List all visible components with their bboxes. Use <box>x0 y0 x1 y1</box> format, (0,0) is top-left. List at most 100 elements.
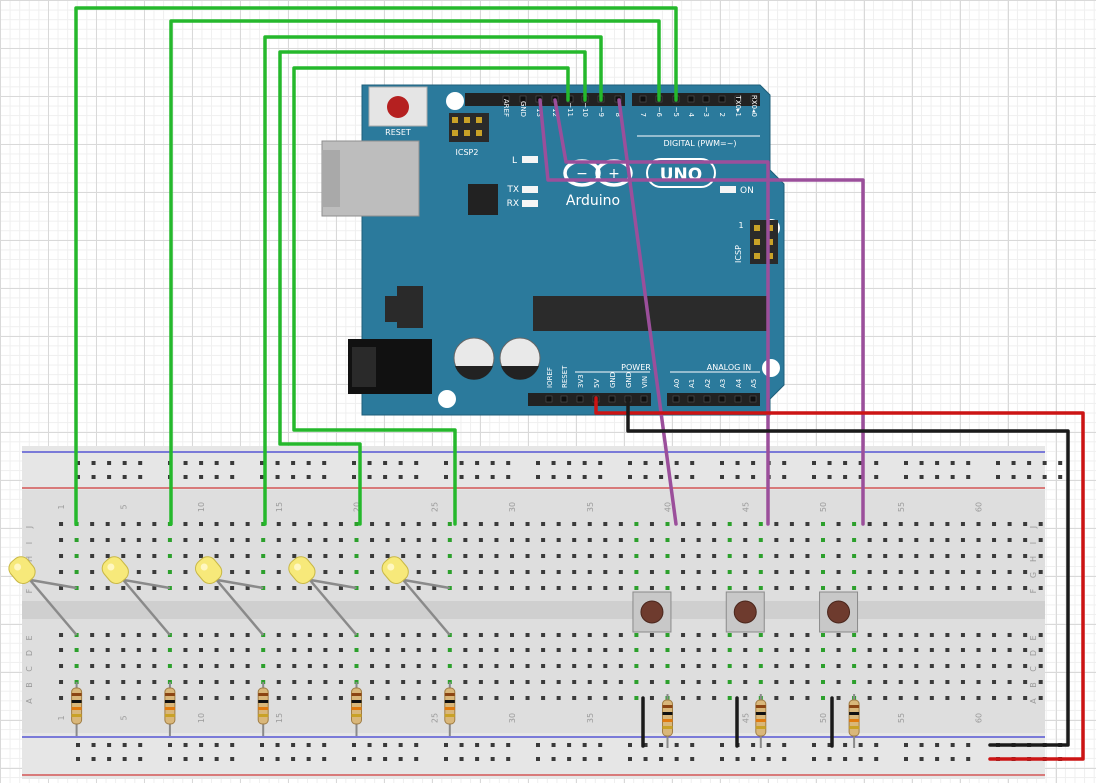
icsp2-label: ICSP2 <box>456 148 479 157</box>
breadboard-hole <box>898 538 903 542</box>
resistor-band <box>849 705 860 708</box>
header-pin[interactable] <box>718 395 726 403</box>
breadboard-hole <box>712 522 717 526</box>
breadboard-hole <box>401 586 406 590</box>
top-power-rail <box>22 446 1045 490</box>
breadboard-hole <box>805 586 810 590</box>
logo-plus: + <box>608 166 620 182</box>
rail-hole <box>1058 475 1063 479</box>
arduino-brand-text: Arduino <box>566 193 620 209</box>
pin-label: ~5 <box>672 107 680 117</box>
header-pin[interactable] <box>750 95 758 103</box>
rail-hole <box>138 743 143 747</box>
breadboard-hole <box>463 554 468 558</box>
breadboard-hole <box>338 633 343 637</box>
breadboard-hole <box>432 538 437 542</box>
header-pin[interactable] <box>703 395 711 403</box>
header-pin[interactable] <box>749 395 757 403</box>
pushbutton-cap[interactable] <box>827 600 851 624</box>
rail-hole <box>306 475 311 479</box>
breadboard-hole <box>587 633 592 637</box>
breadboard-hole <box>230 648 235 652</box>
header-pin[interactable] <box>519 95 527 103</box>
breadboard-hole <box>463 648 468 652</box>
breadboard-hole <box>914 633 919 637</box>
pushbutton[interactable] <box>725 591 765 633</box>
breadboard-hole <box>1023 586 1028 590</box>
breadboard-hole <box>307 633 312 637</box>
breadboard-hole <box>307 664 312 668</box>
rail-hole <box>91 757 96 761</box>
breadboard-hole <box>510 696 514 700</box>
breadboard-hole <box>525 680 530 684</box>
breadboard-hole <box>1023 522 1028 526</box>
header-pin[interactable] <box>734 395 742 403</box>
breadboard-hole <box>603 538 608 542</box>
breadboard-hole <box>758 538 763 542</box>
breadboard-hole <box>74 648 79 652</box>
rail-hole <box>214 757 219 761</box>
rail-hole <box>352 743 356 747</box>
breadboard-hole <box>836 680 841 684</box>
breadboard-hole <box>354 664 359 668</box>
header-pin[interactable] <box>718 95 726 103</box>
rail-hole <box>904 475 908 479</box>
rail-hole <box>214 475 219 479</box>
led <box>288 556 358 636</box>
breadboard-hole <box>696 554 701 558</box>
breadboard-hole <box>929 664 934 668</box>
header-pin[interactable] <box>560 395 568 403</box>
breadboard-hole <box>696 680 701 684</box>
header-pin[interactable] <box>576 395 584 403</box>
rail-hole <box>659 743 664 747</box>
rail-hole <box>874 461 879 465</box>
pushbutton[interactable] <box>632 591 672 633</box>
breadboard-hole <box>292 648 297 652</box>
pushbutton-cap[interactable] <box>640 600 664 624</box>
breadboard-hole <box>852 570 857 574</box>
breadboard-hole <box>681 554 686 558</box>
reset-button[interactable] <box>387 96 409 118</box>
power-section-label: POWER <box>621 363 651 372</box>
header-pin[interactable] <box>672 395 680 403</box>
breadboard-hole <box>712 538 717 542</box>
breadboard-hole <box>385 538 390 542</box>
rail-hole <box>628 757 632 761</box>
breadboard-hole <box>789 570 794 574</box>
breadboard-hole <box>214 680 219 684</box>
header-pin[interactable] <box>640 395 648 403</box>
header-pin[interactable] <box>639 95 647 103</box>
breadboard-hole <box>1038 633 1043 637</box>
header-pin[interactable] <box>687 95 695 103</box>
breadboard-hole <box>898 664 903 668</box>
header-pin[interactable] <box>502 95 510 103</box>
header-pin[interactable] <box>702 95 710 103</box>
pushbutton-cap[interactable] <box>733 600 757 624</box>
header-pin[interactable] <box>687 395 695 403</box>
header-pin[interactable] <box>608 395 616 403</box>
breadboard-hole <box>276 633 281 637</box>
row-letter-right: C <box>1029 666 1038 672</box>
rail-hole <box>475 743 480 747</box>
breadboard-hole <box>992 586 997 590</box>
row-letter-right: I <box>1029 542 1038 544</box>
analog-pin-label: A2 <box>704 379 712 388</box>
header-pin[interactable] <box>545 395 553 403</box>
rail-hole <box>812 461 816 465</box>
breadboard-hole <box>758 664 763 668</box>
breadboard-hole <box>525 648 530 652</box>
rail-hole <box>536 743 540 747</box>
breadboard-hole <box>867 554 872 558</box>
rail-hole <box>904 757 908 761</box>
breadboard-hole <box>914 680 919 684</box>
pushbutton[interactable] <box>819 591 859 633</box>
breadboard-hole <box>183 648 188 652</box>
rail-hole <box>659 475 664 479</box>
breadboard-hole <box>90 664 95 668</box>
breadboard-hole <box>681 633 686 637</box>
breadboard-hole <box>245 554 250 558</box>
breadboard-hole <box>432 648 437 652</box>
breadboard-hole <box>992 633 997 637</box>
breadboard-hole <box>556 570 561 574</box>
header-pin[interactable] <box>734 95 742 103</box>
